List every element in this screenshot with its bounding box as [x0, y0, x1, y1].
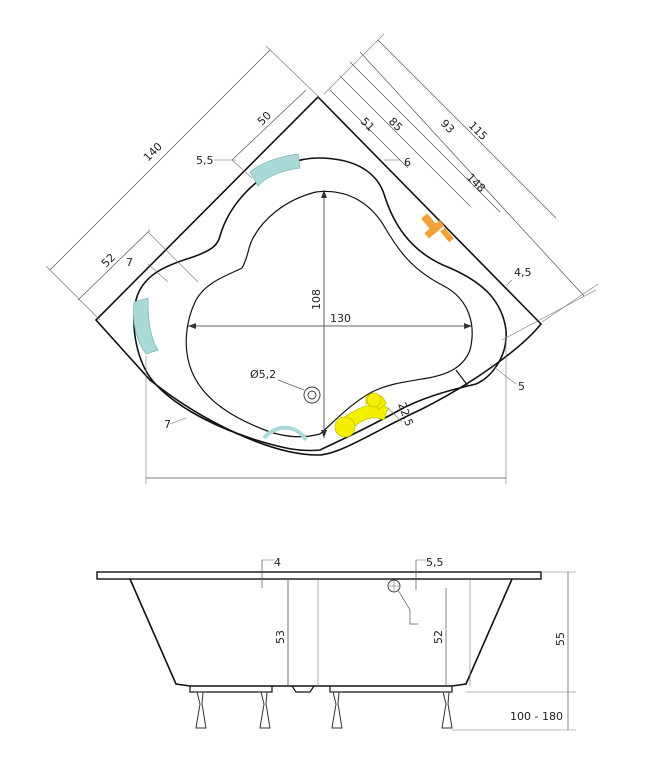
ext-4-5 — [505, 279, 513, 287]
label-51: 51 — [358, 115, 377, 134]
label-legs: 100 - 180 — [510, 710, 563, 723]
label-4-5: 4,5 — [514, 266, 532, 279]
label-52-plan: 52 — [99, 251, 118, 270]
ext-140-a — [45, 265, 101, 321]
drain-icon — [303, 386, 321, 404]
label-85: 85 — [386, 115, 405, 134]
tub-outer-rim — [94, 95, 543, 456]
label-6: 6 — [404, 156, 411, 169]
dim-line-115 — [377, 39, 557, 219]
label-drain: Ø5,2 — [250, 368, 276, 381]
label-7-left: 7 — [126, 256, 133, 269]
arrow-108-bottom — [321, 430, 327, 438]
ext-right-top — [323, 33, 385, 95]
leader-22-5 — [387, 407, 403, 423]
label-5-5-top: 5,5 — [196, 154, 214, 167]
ext-right-edge — [501, 289, 597, 341]
leg-2 — [258, 691, 271, 729]
ext-50 — [231, 159, 253, 179]
dim-line-85 — [339, 75, 471, 207]
side-base — [189, 685, 453, 693]
plan-view: 140 50 51 85 93 115 148 6 5,5 52 7 4,5 1… — [45, 33, 599, 484]
tub-inner-rim — [133, 157, 507, 452]
ext-7-left — [147, 263, 169, 283]
tub-basin — [185, 190, 473, 438]
label-22-5: 22,5 — [395, 401, 416, 428]
leg-1 — [194, 691, 207, 729]
label-7-bottom: 7 — [164, 418, 171, 431]
arrow-130-left — [188, 323, 196, 329]
label-5: 5 — [518, 380, 525, 393]
label-108: 108 — [310, 289, 323, 310]
label-53: 53 — [274, 630, 287, 644]
label-148: 148 — [464, 171, 488, 195]
label-5-5-side: 5,5 — [426, 556, 444, 569]
overflow-leader — [397, 589, 418, 625]
ext-148 — [541, 283, 599, 323]
leader-5 — [489, 363, 517, 385]
label-130: 130 — [330, 312, 351, 325]
leg-3 — [330, 691, 343, 729]
drain-inner-icon — [307, 390, 317, 400]
label-115: 115 — [466, 119, 490, 143]
label-50: 50 — [255, 109, 274, 128]
ext-140-b — [265, 45, 323, 101]
arrow-108-top — [321, 190, 327, 198]
leader-7-bottom — [169, 417, 187, 425]
label-52-side: 52 — [432, 630, 445, 644]
side-rim — [96, 571, 542, 580]
dim-line-52 — [77, 229, 151, 301]
leg-4 — [440, 691, 453, 729]
faucet-icon — [421, 213, 454, 243]
label-4: 4 — [274, 556, 281, 569]
label-140: 140 — [141, 140, 165, 164]
dim-line-148 — [359, 51, 585, 297]
dim-line-51 — [329, 89, 409, 169]
label-93: 93 — [438, 117, 457, 136]
side-view: 4 5,5 53 52 55 100 - 180 — [96, 556, 576, 731]
side-body — [129, 578, 513, 687]
dim-line-93 — [349, 61, 501, 213]
arrow-130-right — [464, 323, 472, 329]
tub-step-line — [455, 369, 469, 387]
headrest-bottom-icon — [262, 425, 308, 442]
label-55: 55 — [554, 632, 567, 646]
dim-line-140 — [49, 49, 271, 271]
grab-handle-icon — [334, 392, 389, 438]
ext-52 — [147, 231, 199, 283]
headrest-left-icon — [133, 297, 159, 355]
headrest-top-icon — [249, 153, 301, 187]
drain-leader — [277, 379, 305, 391]
legs — [194, 691, 453, 729]
dim-line-50 — [231, 89, 307, 161]
